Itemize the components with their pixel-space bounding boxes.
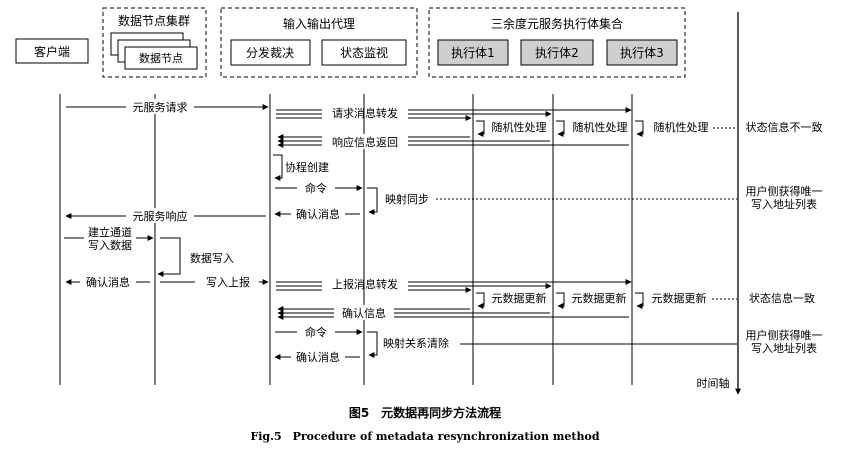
msg-response-return: 响应信息返回 — [332, 135, 398, 149]
msg-confirm-info: 确认信息 — [342, 306, 386, 320]
dispatch-label: 分发裁决 — [246, 45, 294, 60]
data-write: 数据写入 — [190, 251, 234, 265]
executor-set-title: 三余度元服务执行体集合 — [491, 16, 623, 31]
meta-update-2: 元数据更新 — [572, 291, 627, 305]
user-list-2-line1: 用户侧获得唯一 — [746, 328, 823, 342]
caption-en: Fig.5 Procedure of metadata resynchroniz… — [250, 430, 599, 443]
msg-command-2: 命令 — [305, 325, 327, 339]
write-report: 写入上报 — [206, 275, 250, 289]
random-process-3: 随机性处理 — [654, 120, 709, 134]
data-node-label: 数据节点 — [139, 51, 183, 65]
data-node-cluster: 数据节点集群 数据节点 — [102, 7, 207, 78]
meta-update-3: 元数据更新 — [652, 291, 707, 305]
msg-confirm-1: 确认消息 — [296, 207, 340, 221]
meta-update-1: 元数据更新 — [492, 291, 547, 305]
msg-confirm-2: 确认消息 — [86, 275, 130, 289]
msg-confirm-3: 确认消息 — [296, 350, 340, 364]
user-list-2-line2: 写入地址列表 — [751, 341, 817, 355]
io-proxy-title: 输入输出代理 — [283, 16, 355, 31]
msg-report-forward: 上报消息转发 — [332, 277, 398, 291]
msg-command-1: 命令 — [305, 181, 327, 195]
cluster-title: 数据节点集群 — [118, 13, 190, 28]
random-process-1: 随机性处理 — [492, 120, 547, 134]
write-data: 写入数据 — [88, 238, 132, 252]
mapping-sync: 映射同步 — [385, 192, 429, 206]
caption-cn: 图5 元数据再同步方法流程 — [349, 405, 501, 420]
msg-meta-request: 元服务请求 — [133, 101, 188, 114]
status-monitor-label: 状态监视 — [340, 45, 388, 60]
mapping-clear: 映射关系清除 — [383, 336, 449, 350]
executor-set: 三余度元服务执行体集合 执行体1 执行体2 执行体3 — [428, 7, 686, 78]
client-label: 客户端 — [34, 44, 70, 59]
user-list-1-line1: 用户侧获得唯一 — [746, 184, 823, 198]
exec3-label: 执行体3 — [620, 46, 664, 60]
client-actor: 客户端 — [15, 38, 89, 64]
random-process-2: 随机性处理 — [573, 120, 628, 134]
user-list-1-line2: 写入地址列表 — [751, 197, 817, 211]
exec2-label: 执行体2 — [535, 46, 579, 60]
coroutine-create: 协程创建 — [285, 160, 329, 174]
msg-meta-response: 元服务响应 — [133, 209, 188, 223]
status-consistent: 状态信息一致 — [749, 291, 815, 305]
build-channel: 建立通道 — [88, 225, 132, 239]
exec1-label: 执行体1 — [451, 46, 495, 60]
io-proxy: 输入输出代理 分发裁决 状态监视 — [220, 7, 418, 78]
status-inconsistent: 状态信息不一致 — [746, 120, 823, 134]
time-axis-label: 时间轴 — [697, 376, 730, 390]
lifelines — [59, 94, 633, 385]
msg-request-forward: 请求消息转发 — [332, 106, 398, 120]
